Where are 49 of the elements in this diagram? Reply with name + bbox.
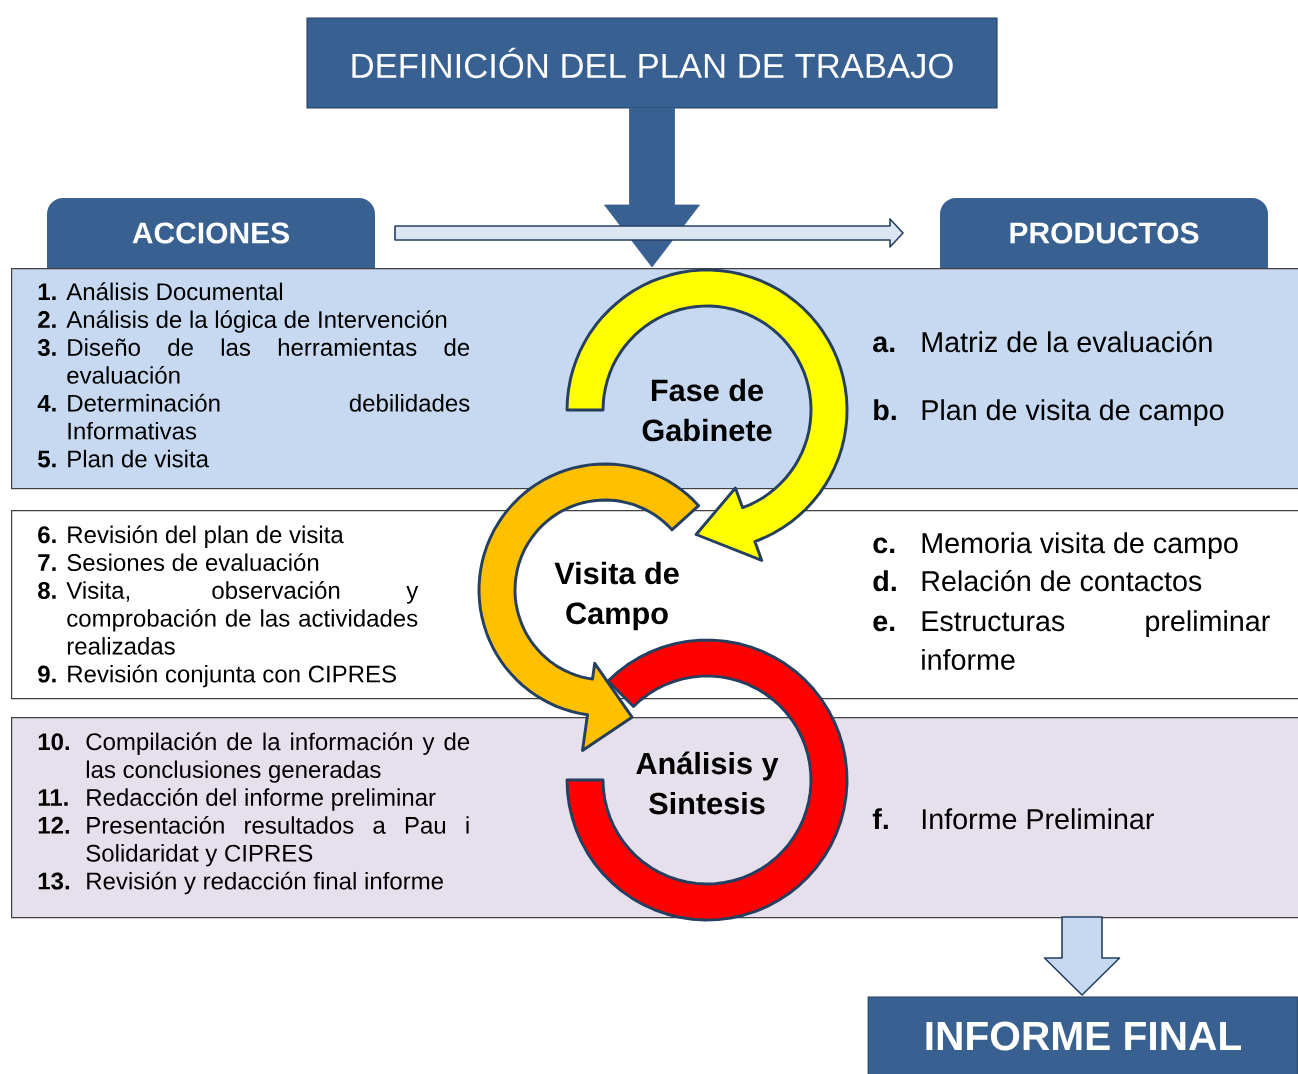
list-letter: e. xyxy=(873,615,895,632)
list-number: 9. xyxy=(38,665,56,683)
arrow xyxy=(394,218,904,248)
product-item: Memoria visita de campo xyxy=(922,532,1238,559)
list-item: Revisión y redacción final informe xyxy=(87,871,443,895)
list-number: 7. xyxy=(38,554,56,571)
header-tab: ACCIONES xyxy=(47,198,375,268)
phase-label: Análisis y Sintesis xyxy=(636,751,779,815)
down-arrow xyxy=(1043,916,1121,996)
header-tab: PRODUCTOS xyxy=(940,198,1268,268)
list-letter: c. xyxy=(873,537,895,554)
list-number: 3. xyxy=(37,338,56,356)
phase-label: Fase de Gabinete xyxy=(642,378,772,442)
product-item: Relación de contactos xyxy=(922,569,1202,592)
circular-arrow xyxy=(565,268,849,562)
list-number: 13. xyxy=(38,872,69,890)
list-letter: f. xyxy=(872,808,888,829)
list-number: 2. xyxy=(38,311,56,328)
list-item: Presentación resultados a Pau i Solidaridat y CIPRES xyxy=(86,815,469,867)
list-item: Redacción del informe preliminar xyxy=(87,788,436,811)
phase-label: Visita de Campo xyxy=(554,561,679,631)
list-item: Análisis Documental xyxy=(66,282,283,301)
list-letter: d. xyxy=(873,570,896,592)
product-item: Plan de visita de campo xyxy=(922,399,1224,426)
product-item: Estructuras preliminar informe xyxy=(922,610,1270,670)
list-item: Revisión del plan de visita xyxy=(68,525,344,548)
list-number: 1. xyxy=(38,283,56,300)
product-item: Informe Preliminar xyxy=(922,808,1154,830)
result-box: INFORME FINAL xyxy=(867,996,1298,1074)
list-letter: a. xyxy=(873,336,895,353)
list-item: Compilación de la información y de las conclusiones generadas xyxy=(86,732,470,783)
list-number: 12. xyxy=(38,816,69,834)
list-number: 5. xyxy=(38,450,56,468)
list-number: 11. xyxy=(38,789,68,806)
title-box: DEFINICIÓN DEL PLAN DE TRABAJO xyxy=(306,17,998,109)
product-item: Matriz de la evaluación xyxy=(922,330,1212,353)
list-number: 6. xyxy=(38,526,56,544)
list-number: 8. xyxy=(38,581,56,599)
list-item: Revisión conjunta con CIPRES xyxy=(68,664,396,688)
list-item: Sesiones de evaluación xyxy=(67,553,319,572)
list-number: 10. xyxy=(38,733,69,751)
list-letter: b. xyxy=(874,399,896,421)
list-number: 4. xyxy=(37,394,56,412)
list-item: Visita, observación y comprobación de las actividades realizadas xyxy=(66,581,419,655)
list-item: Plan de visita xyxy=(68,449,209,468)
down-arrow xyxy=(604,107,700,268)
list-item: Determinación debilidades Informativas xyxy=(68,393,470,440)
circular-arrow xyxy=(477,462,701,752)
list-item: Análisis de la lógica de Intervención xyxy=(66,310,447,333)
